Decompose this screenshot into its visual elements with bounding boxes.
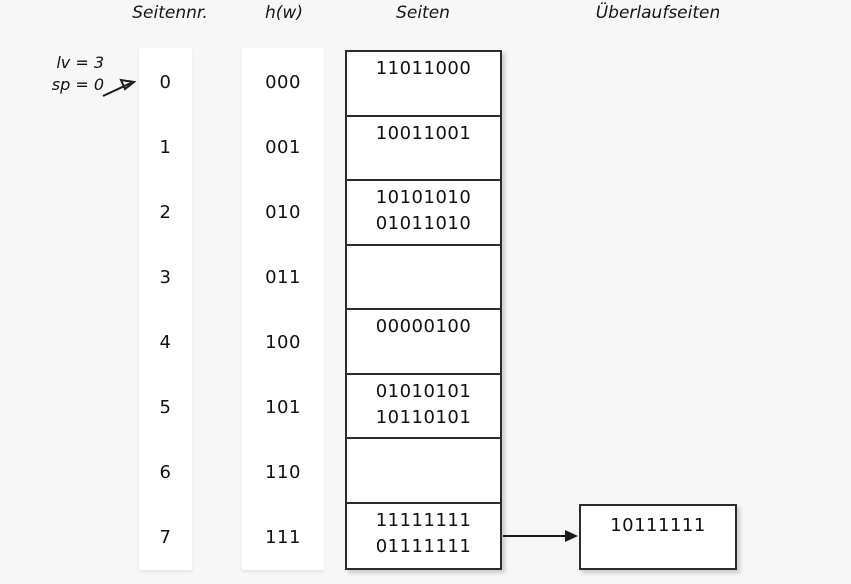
header-seitennr: Seitennr. xyxy=(132,3,208,23)
lv-sp-annotation: lv = 3 sp = 0 xyxy=(28,52,104,96)
page-number: 4 xyxy=(159,332,172,353)
sp-pointer-arrow-icon xyxy=(102,78,137,97)
lv-value: lv = 3 xyxy=(56,53,104,72)
page-cell-6 xyxy=(347,439,500,504)
hash-value: 011 xyxy=(265,267,301,288)
page-value: 00000100 xyxy=(375,316,472,337)
hash-value: 100 xyxy=(265,332,301,353)
pages-box: 11011000 10011001 10101010 01011010 00000100… xyxy=(345,50,502,570)
page-value: 11111111 xyxy=(375,509,472,531)
page-cell-3 xyxy=(347,246,500,310)
page-value: 01010101 xyxy=(375,380,472,402)
header-seiten: Seiten xyxy=(396,3,450,23)
page-number: 3 xyxy=(159,267,172,288)
overflow-page-box: 10111111 xyxy=(579,504,737,570)
hash-value: 001 xyxy=(265,137,301,158)
page-number-strip xyxy=(139,48,192,570)
page-cell-7: 11111111 01111111 xyxy=(347,504,500,568)
sp-value: sp = 0 xyxy=(51,75,104,94)
hash-value: 010 xyxy=(265,202,301,223)
page-cell-1: 10011001 xyxy=(347,117,500,181)
page-cell-5: 01010101 10110101 xyxy=(347,375,500,439)
overflow-value: 10111111 xyxy=(610,515,706,536)
page-value: 10011001 xyxy=(375,122,472,144)
hash-value: 000 xyxy=(265,72,301,93)
header-hw: h(w) xyxy=(265,3,303,23)
page-value: 01111111 xyxy=(375,535,472,557)
page-number: 1 xyxy=(159,137,172,158)
page-number: 5 xyxy=(159,397,172,418)
hash-value: 110 xyxy=(265,462,301,483)
page-number: 6 xyxy=(159,462,172,483)
page-value: 11011000 xyxy=(375,58,472,79)
page-value: 10110101 xyxy=(375,406,472,428)
page-cell-0: 11011000 xyxy=(347,52,500,117)
page-value: 10101010 xyxy=(375,187,472,208)
page-number: 2 xyxy=(159,202,172,223)
page-number: 7 xyxy=(159,527,172,548)
hash-value-strip xyxy=(242,48,324,570)
header-ueberlaufseiten: Überlaufseiten xyxy=(595,3,721,23)
page-number: 0 xyxy=(159,72,172,93)
page-cell-4: 00000100 xyxy=(347,310,500,375)
hash-value: 101 xyxy=(265,397,301,418)
page-value: 01011010 xyxy=(375,213,472,234)
page-cell-2: 10101010 01011010 xyxy=(347,181,500,246)
hash-value: 111 xyxy=(265,527,301,548)
